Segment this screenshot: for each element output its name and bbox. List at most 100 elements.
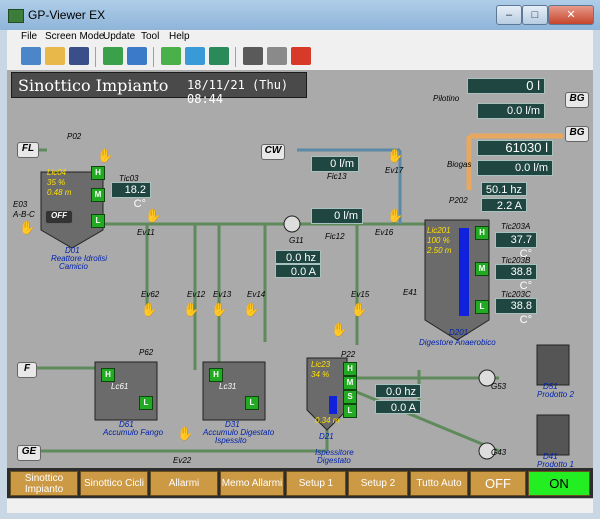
maximize-button[interactable]: □: [522, 5, 548, 25]
window-title: GP-Viewer EX: [28, 8, 106, 22]
open-folder-icon[interactable]: [45, 47, 65, 65]
tic203a-value: 37.7 C°: [495, 232, 537, 260]
tic203c-label: Tic203C: [501, 290, 531, 299]
d01-percent: 35 %: [47, 178, 66, 187]
toolbar-separator: [95, 47, 96, 67]
network-down-icon[interactable]: [127, 47, 147, 65]
allarmi-button[interactable]: Allarmi: [150, 471, 218, 496]
hand-icon[interactable]: ✋: [387, 208, 404, 223]
d01-level-m: M: [91, 188, 105, 202]
d21-desc1: Ispessitore: [315, 448, 354, 457]
d01-tag: E03: [13, 200, 28, 209]
valve-ev22[interactable]: Ev22: [173, 456, 192, 465]
valve-ev16[interactable]: Ev16: [375, 228, 394, 237]
pump-g53[interactable]: G53: [491, 382, 507, 391]
tic203b-value: 38.8 C°: [495, 264, 537, 292]
network-up-icon[interactable]: [103, 47, 123, 65]
d21-height: 0.34 m: [315, 416, 340, 425]
memo-allarmi-button[interactable]: Memo Allarmi: [220, 471, 284, 496]
refresh-icon[interactable]: [161, 47, 181, 65]
biogas-label: Biogas: [447, 160, 472, 169]
menu-screen-mode[interactable]: Screen Mode: [45, 31, 105, 42]
off-button[interactable]: OFF: [470, 471, 526, 496]
pilotino-label: Pilotino: [433, 94, 460, 103]
d201-level-m: M: [475, 262, 489, 276]
setup-2-button[interactable]: Setup 2: [348, 471, 408, 496]
outlet-bg-1: BG: [565, 92, 589, 108]
on-button[interactable]: ON: [528, 471, 590, 496]
d01-level-label: Lic04: [47, 168, 67, 177]
fic12-value: 0 l/m: [311, 208, 363, 224]
valve-ev15[interactable]: Ev15: [351, 290, 370, 299]
hand-icon[interactable]: ✋: [141, 302, 158, 317]
d201-height: 2.50 m: [427, 246, 452, 255]
inlet-fl: FL: [17, 142, 39, 158]
hand-icon[interactable]: ✋: [351, 302, 368, 317]
hand-icon[interactable]: ✋: [97, 148, 114, 163]
hand-icon[interactable]: ✋: [387, 148, 404, 163]
d01-status[interactable]: OFF: [45, 210, 73, 224]
fic12-label: Fic12: [325, 232, 345, 241]
synoptic-panel: Sinottico Impianto 18/11/21 (Thu) 08:44 …: [7, 70, 593, 498]
inlet-ge: GE: [17, 445, 41, 461]
transfer-icon[interactable]: [185, 47, 205, 65]
d201-desc: Digestore Anaerobico: [419, 338, 496, 347]
d201-name: D201: [449, 328, 469, 337]
hand-icon[interactable]: ✋: [211, 302, 228, 317]
d201-mixer-label: E41: [403, 288, 418, 297]
menu-help[interactable]: Help: [169, 31, 190, 42]
d21-percent: 34 %: [311, 370, 330, 379]
valve-ev13[interactable]: Ev13: [213, 290, 232, 299]
valve-ev17[interactable]: Ev17: [385, 166, 404, 175]
valve-ev12[interactable]: Ev12: [187, 290, 206, 299]
d21-name: D21: [319, 432, 334, 441]
close-button[interactable]: ✕: [548, 5, 594, 25]
camera-icon[interactable]: [243, 47, 263, 65]
record-icon[interactable]: [291, 47, 311, 65]
menu-file[interactable]: File: [21, 31, 38, 42]
fic13-label: Fic13: [327, 172, 347, 181]
setup-1-button[interactable]: Setup 1: [286, 471, 346, 496]
hand-icon[interactable]: ✋: [331, 322, 348, 337]
d01-name: D01: [65, 246, 80, 255]
export-icon[interactable]: [209, 47, 229, 65]
tic03-value: 18.2 C°: [111, 182, 151, 210]
d21-desc2: Digestato: [317, 456, 351, 465]
network-icon[interactable]: [21, 47, 41, 65]
d201-percent: 100 %: [427, 236, 450, 245]
d41-name: D41: [543, 452, 558, 461]
d31-desc2: Ispessito: [215, 436, 247, 445]
d61-desc: Accumulo Fango: [103, 428, 164, 437]
menu-tool[interactable]: Tool: [141, 31, 160, 42]
pump-g43[interactable]: G43: [491, 448, 507, 457]
hand-icon[interactable]: ✋: [177, 426, 194, 441]
footer-nav: Sinottico Impianto Sinottico Cicli Allar…: [7, 468, 593, 498]
status-bar: [7, 498, 593, 513]
d61-level: Lc61: [111, 382, 129, 391]
menu-update[interactable]: Update: [103, 31, 136, 42]
d21-level-l: L: [343, 404, 357, 418]
toolbar: [7, 44, 593, 71]
d21-freq: 0.0 hz: [375, 384, 421, 398]
d31-level-l: L: [245, 396, 259, 410]
print-icon[interactable]: [267, 47, 287, 65]
tic203b-label: Tic203B: [501, 256, 531, 265]
hand-icon[interactable]: ✋: [243, 302, 260, 317]
d201-heater-label: P202: [449, 196, 468, 205]
valve-ev11[interactable]: Ev11: [137, 228, 155, 237]
minimize-button[interactable]: –: [496, 5, 522, 25]
hand-icon[interactable]: ✋: [19, 220, 36, 235]
inlet-cw: CW: [261, 144, 285, 160]
valve-ev14[interactable]: Ev14: [247, 290, 266, 299]
pilotino-flow: 0.0 l/m: [477, 103, 545, 119]
d61-name: D61: [119, 420, 134, 429]
sinottico-cicli-button[interactable]: Sinottico Cicli: [80, 471, 148, 496]
sinottico-impianto-button[interactable]: Sinottico Impianto: [10, 471, 78, 496]
hand-icon[interactable]: ✋: [183, 302, 200, 317]
hand-icon[interactable]: ✋: [145, 208, 162, 223]
g11-label: G11: [289, 236, 304, 245]
d01-height: 0.48 m: [47, 188, 72, 197]
save-icon[interactable]: [69, 47, 89, 65]
tutto-auto-button[interactable]: Tutto Auto: [410, 471, 468, 496]
valve-ev62[interactable]: Ev62: [141, 290, 160, 299]
